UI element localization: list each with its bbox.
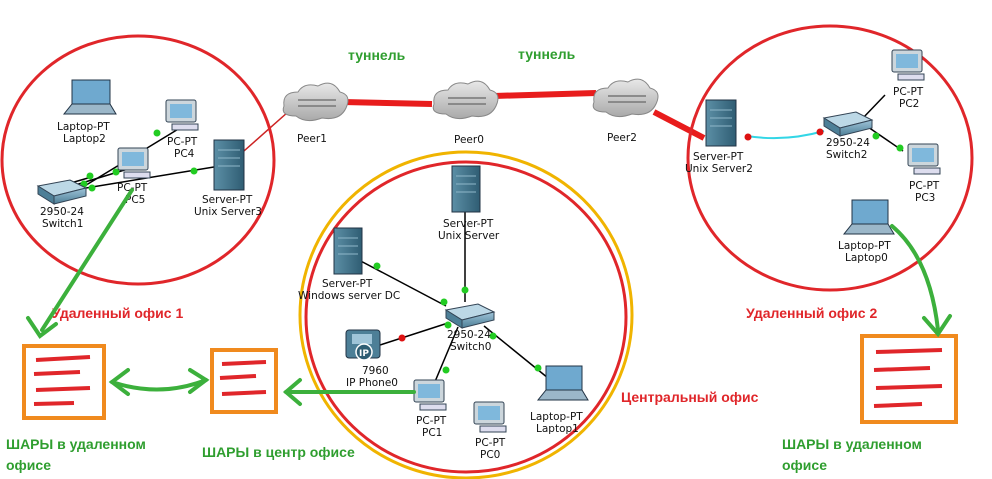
- shares-remote1-line1: ШАРЫ в удаленном: [6, 436, 146, 452]
- peer0-cloud-icon[interactable]: [432, 80, 499, 120]
- arrow-laptop0-to-remote2-shares: [890, 224, 940, 332]
- switch2-icon[interactable]: [822, 111, 874, 137]
- switch0-name-label: Switch0: [450, 341, 491, 353]
- pc1-type-label: PC-PT: [416, 415, 447, 427]
- arrow-pc5-to-remote1-shares: [40, 188, 134, 332]
- tunnel-peer1-peer0: [342, 99, 433, 107]
- laptop0-type-label: Laptop-PT: [838, 240, 891, 252]
- switch1-name-label: Switch1: [42, 218, 83, 230]
- pc5-type-label: PC-PT: [117, 182, 148, 194]
- laptop0-name-label: Laptop0: [845, 252, 888, 264]
- central-office-label: Центральный офис: [621, 389, 759, 405]
- pc4-name-label: PC4: [174, 148, 195, 160]
- laptop1-type-label: Laptop-PT: [530, 411, 583, 423]
- switch0-icon[interactable]: [444, 303, 496, 329]
- unix-server3-type-label: Server-PT: [202, 194, 253, 206]
- central-office-ring: [304, 160, 628, 474]
- shares-remote1-line2: офисе: [6, 457, 51, 473]
- unix-server-type-label: Server-PT: [443, 218, 494, 230]
- unix-server3-name-label: Unix Server3: [194, 206, 262, 218]
- svg-text:IP: IP: [359, 349, 369, 359]
- peer2-cloud-icon[interactable]: [592, 78, 659, 118]
- arrow-head-remote1: [26, 316, 58, 339]
- pc2-icon[interactable]: [891, 49, 925, 81]
- remote1-shares-note-icon: [22, 344, 106, 420]
- crossover-cable: [746, 130, 825, 140]
- remote-office-1-ring: [0, 34, 276, 286]
- windows-dc-name-label: Windows server DC: [298, 290, 400, 302]
- switch2-type-label: 2950-24: [826, 137, 870, 149]
- shares-remote2-line2: офисе: [782, 457, 827, 473]
- links: [56, 90, 904, 385]
- pc3-name-label: PC3: [915, 192, 935, 204]
- pc1-icon[interactable]: [413, 379, 447, 411]
- remote2-shares-note-icon: [860, 334, 958, 424]
- pc0-type-label: PC-PT: [475, 437, 506, 449]
- pc3-icon[interactable]: [907, 143, 941, 175]
- pc4-icon[interactable]: [165, 99, 199, 131]
- peer2-label: Peer2: [607, 132, 637, 144]
- laptop2-type-label: Laptop-PT: [57, 121, 110, 133]
- device-labels: Laptop-PT Laptop2 PC-PT PC4 PC-PT PC5 29…: [40, 86, 940, 461]
- peer1-cloud-icon[interactable]: [282, 82, 349, 122]
- tunnel-label-1: туннель: [348, 47, 406, 63]
- tunnel-label-2: туннель: [518, 46, 576, 62]
- unix-server2-type-label: Server-PT: [693, 151, 744, 163]
- arrow-remote1-center: [110, 378, 208, 392]
- pc2-name-label: PC2: [899, 98, 919, 110]
- pc4-type-label: PC-PT: [167, 136, 198, 148]
- pc2-type-label: PC-PT: [893, 86, 924, 98]
- peer0-label: Peer0: [454, 134, 484, 146]
- unix-server2-icon[interactable]: [705, 99, 737, 147]
- windows-server-dc-icon[interactable]: [333, 227, 363, 275]
- ip-phone-icon[interactable]: IP: [345, 329, 381, 361]
- center-shares-note-icon: [210, 348, 278, 414]
- unix-server3-icon[interactable]: [213, 139, 245, 191]
- port-indicators: [80, 128, 904, 374]
- switch0-type-label: 2950-24: [447, 329, 491, 341]
- laptop0-icon[interactable]: [842, 199, 895, 235]
- peer1-label: Peer1: [297, 133, 327, 145]
- shares-remote2-line1: ШАРЫ в удаленном: [782, 436, 922, 452]
- remote-office-2-ring: [686, 24, 974, 292]
- laptop1-icon[interactable]: [536, 365, 589, 401]
- shares-center-label: ШАРЫ в центр офисе: [202, 444, 355, 460]
- pc0-name-label: PC0: [480, 449, 500, 461]
- remote-office-1-label: Удаленный офис 1: [52, 305, 183, 321]
- share-arrows: [26, 188, 952, 406]
- pc5-icon[interactable]: [117, 147, 151, 179]
- central-office-outer-ring: [298, 150, 634, 479]
- tunnel-peer0-peer2: [493, 90, 597, 99]
- pc1-name-label: PC1: [422, 427, 442, 439]
- ip-phone-name-label: IP Phone0: [346, 377, 398, 389]
- unix-server-name-label: Unix Server: [438, 230, 500, 242]
- laptop2-icon[interactable]: [62, 79, 117, 115]
- switch2-name-label: Switch2: [826, 149, 867, 161]
- unix-server-icon[interactable]: [451, 165, 481, 213]
- remote-office-2-label: Удаленный офис 2: [746, 305, 877, 321]
- switch1-icon[interactable]: [36, 179, 88, 205]
- unix-server2-name-label: Unix Server2: [685, 163, 753, 175]
- pc0-icon[interactable]: [473, 401, 507, 433]
- laptop1-name-label: Laptop1: [536, 423, 579, 435]
- laptop2-name-label: Laptop2: [63, 133, 106, 145]
- switch1-type-label: 2950-24: [40, 206, 84, 218]
- pc3-type-label: PC-PT: [909, 180, 940, 192]
- ip-phone-type-label: 7960: [362, 365, 389, 377]
- pc5-name-label: PC5: [125, 194, 145, 206]
- windows-dc-type-label: Server-PT: [322, 278, 373, 290]
